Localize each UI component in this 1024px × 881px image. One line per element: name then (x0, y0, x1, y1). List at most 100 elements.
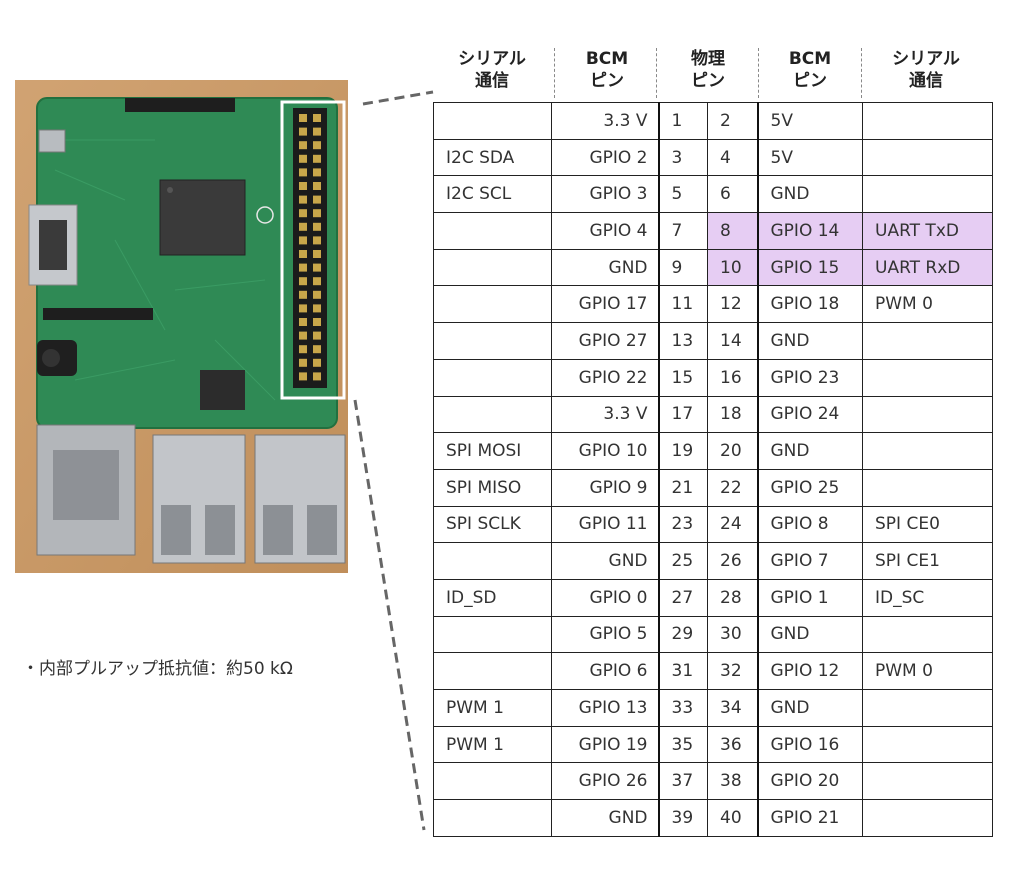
gpio-pin (313, 141, 321, 150)
serial-left-cell (433, 799, 552, 837)
bcm-left-cell: GPIO 6 (551, 652, 659, 690)
bcm-right-cell: GPIO 18 (757, 285, 863, 324)
physical-pin-left-cell: 23 (657, 505, 708, 544)
gpio-pin (299, 331, 307, 340)
gpio-pin (313, 114, 321, 122)
serial-right-cell (862, 762, 993, 801)
pullup-resistance-note: ・内部プルアップ抵抗値：約50 kΩ (22, 659, 293, 679)
physical-pin-left-cell: 35 (657, 725, 708, 764)
bcm-right-cell: GPIO 23 (757, 358, 863, 397)
header-serial-left: シリアル通信 (458, 49, 526, 91)
serial-left-cell (433, 395, 552, 434)
physical-pin-right-cell: 14 (707, 322, 759, 360)
gpio-pin (313, 127, 321, 136)
bcm-left-cell: GPIO 9 (551, 468, 659, 507)
bcm-right-cell: GPIO 8 (757, 505, 863, 544)
gpio-pin (299, 318, 307, 326)
bcm-right-cell: GPIO 24 (757, 395, 863, 434)
header-physical-pin: 物理ピン (691, 49, 725, 91)
gpio-pin (313, 277, 321, 286)
bcm-left-cell: GND (551, 799, 659, 837)
gpio-pin (313, 250, 321, 258)
physical-pin-right-cell: 30 (707, 615, 759, 654)
physical-pin-right-cell: 38 (707, 762, 759, 801)
bcm-left-cell: GPIO 17 (551, 285, 659, 324)
header-separator (861, 48, 862, 98)
serial-right-cell: PWM 0 (862, 652, 993, 690)
serial-right-cell (862, 175, 993, 214)
physical-pin-right-cell: 32 (707, 652, 759, 690)
physical-pin-left-cell: 39 (657, 799, 708, 837)
bcm-left-cell: GPIO 2 (551, 138, 659, 177)
physical-pin-left-cell: 1 (657, 102, 708, 140)
bcm-right-cell: GND (757, 432, 863, 470)
gpio-pin (313, 182, 321, 190)
header-separator (758, 48, 759, 98)
physical-pin-right-cell: 24 (707, 505, 759, 544)
gpio-pin (299, 304, 307, 313)
bcm-left-cell: GPIO 19 (551, 725, 659, 764)
gpio-pin (313, 168, 321, 177)
gpio-pin (313, 209, 321, 218)
serial-left-cell: PWM 1 (433, 725, 552, 764)
bcm-left-cell: GPIO 22 (551, 358, 659, 397)
gpio-pin (313, 331, 321, 340)
serial-left-cell: SPI SCLK (433, 505, 552, 544)
physical-pin-right-cell: 10 (707, 248, 759, 287)
serial-left-cell (433, 615, 552, 654)
raspberry-pi-board-photo (15, 80, 348, 573)
physical-pin-left-cell: 33 (657, 689, 708, 727)
gpio-pin (299, 195, 307, 204)
serial-right-cell: SPI CE0 (862, 505, 993, 544)
serial-left-cell (433, 322, 552, 360)
physical-pin-left-cell: 25 (657, 542, 708, 580)
bcm-right-cell: 5V (757, 102, 863, 140)
physical-pin-left-cell: 21 (657, 468, 708, 507)
physical-pin-right-cell: 16 (707, 358, 759, 397)
gpio-pin (299, 345, 307, 354)
bcm-left-cell: GPIO 26 (551, 762, 659, 801)
gpio-pin (299, 154, 307, 163)
bcm-left-cell: GPIO 0 (551, 578, 659, 617)
bcm-right-cell: GPIO 15 (757, 248, 863, 287)
serial-right-cell (862, 358, 993, 397)
bcm-right-cell: GPIO 14 (757, 212, 863, 250)
serial-left-cell (433, 248, 552, 287)
gpio-pin (313, 222, 321, 231)
physical-pin-left-cell: 3 (657, 138, 708, 177)
gpio-pin (299, 127, 307, 136)
serial-right-cell: PWM 0 (862, 285, 993, 324)
serial-right-cell (862, 689, 993, 727)
bcm-right-cell: GPIO 7 (757, 542, 863, 580)
bcm-left-cell: GPIO 10 (551, 432, 659, 470)
serial-right-cell (862, 322, 993, 360)
gpio-pin (299, 263, 307, 272)
gpio-pin (313, 236, 321, 245)
serial-right-cell: UART RxD (862, 248, 993, 287)
gpio-pin (299, 358, 307, 367)
physical-pin-right-cell: 20 (707, 432, 759, 470)
gpio-pin (299, 114, 307, 122)
gpio-pin (299, 372, 307, 381)
bcm-right-cell: GND (757, 615, 863, 654)
gpio-pin (299, 141, 307, 150)
physical-pin-left-cell: 15 (657, 358, 708, 397)
serial-right-cell: ID_SC (862, 578, 993, 617)
physical-pin-right-cell: 28 (707, 578, 759, 617)
gpio-pin (299, 182, 307, 190)
bcm-left-cell: GPIO 27 (551, 322, 659, 360)
physical-pin-left-cell: 37 (657, 762, 708, 801)
bcm-left-cell: GPIO 5 (551, 615, 659, 654)
header-separator (656, 48, 657, 98)
bcm-right-cell: 5V (757, 138, 863, 177)
